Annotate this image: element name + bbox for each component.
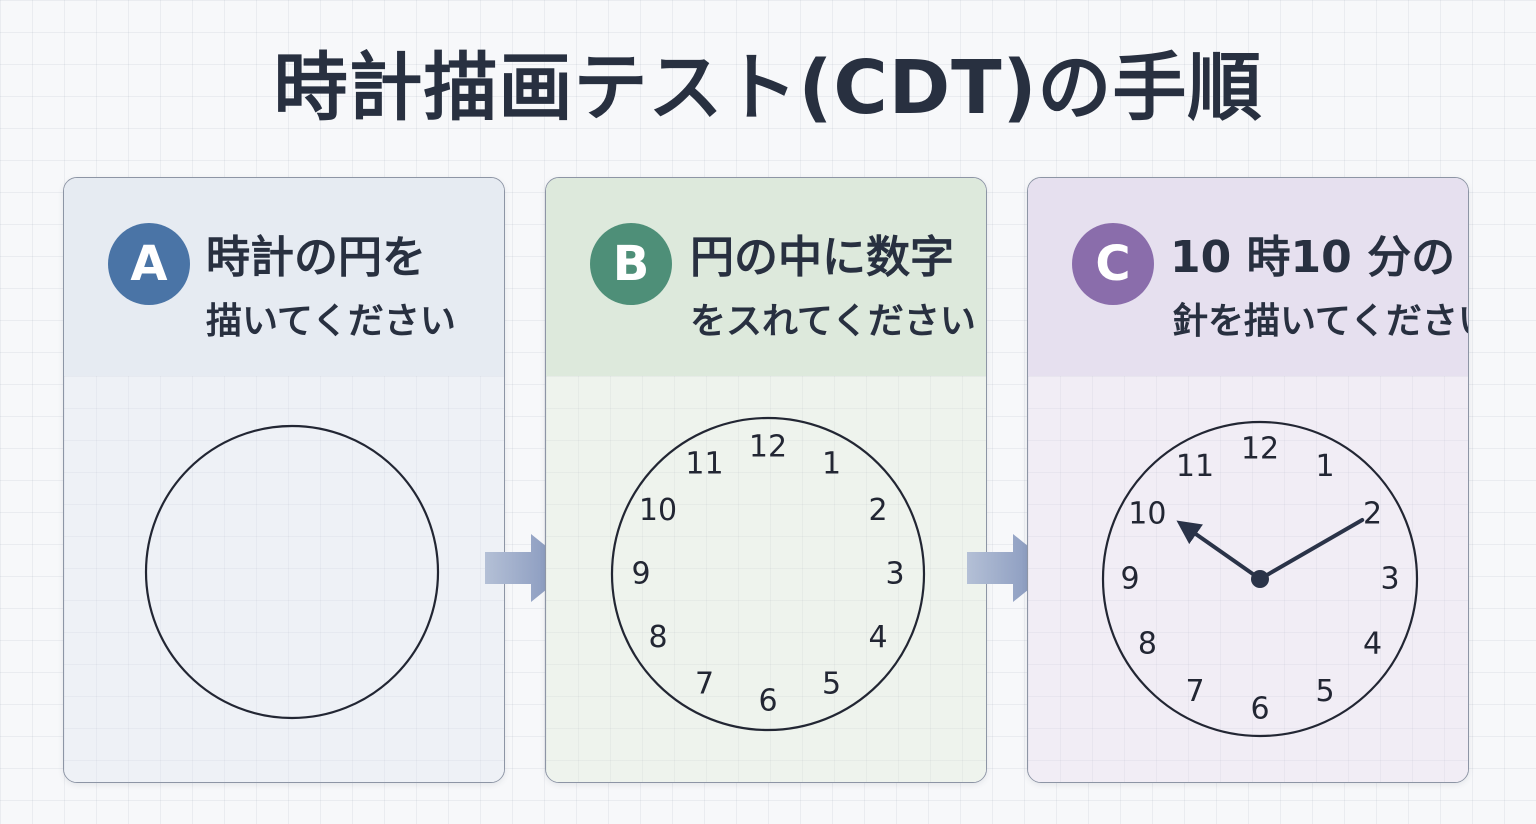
step-body-a xyxy=(64,376,504,782)
clock-number-10: 10 xyxy=(639,493,677,528)
clock-circle xyxy=(144,424,440,720)
clock-number-8: 8 xyxy=(1138,627,1157,662)
step-badge-a: A xyxy=(108,223,190,305)
clock-circle xyxy=(610,416,926,732)
clock-number-3: 3 xyxy=(885,557,904,592)
empty-circle-drawing xyxy=(144,424,440,720)
step-b-instruction-line1: 円の中に数字 xyxy=(690,232,954,283)
clock-with-hands: 12 12 3 45 6 78 9 10 11 xyxy=(1101,420,1419,738)
clock-number-8: 8 xyxy=(648,620,667,655)
clock-number-12: 12 xyxy=(749,430,787,465)
clock-number-4: 4 xyxy=(868,620,887,655)
step-c-instruction-line1: 10 時10 分の xyxy=(1170,232,1456,283)
step-header-a: A 時計の円を 描いてください xyxy=(64,178,504,376)
step-a-instruction-line2: 描いてください xyxy=(206,301,456,342)
clock-number-4: 4 xyxy=(1363,627,1382,662)
clock-number-9: 9 xyxy=(631,557,650,592)
clock-number-9: 9 xyxy=(1120,562,1139,597)
clock-number-7: 7 xyxy=(1185,674,1204,709)
clock-circle xyxy=(1101,420,1419,738)
step-panel-a: A 時計の円を 描いてください xyxy=(63,177,505,783)
clock-number-6: 6 xyxy=(758,684,777,719)
step-badge-b: B xyxy=(590,223,672,305)
clock-center-hub xyxy=(1251,570,1269,588)
step-a-instruction-line1: 時計の円を xyxy=(206,232,426,283)
hour-hand xyxy=(1176,520,1262,581)
step-b-instruction-line2: をスれてください xyxy=(690,301,976,342)
page-title: 時計描画テスト(CDT)の手順 xyxy=(273,45,1263,131)
clock-number-1: 1 xyxy=(822,447,841,482)
minute-hand xyxy=(1258,518,1365,581)
clock-number-2: 2 xyxy=(868,493,887,528)
clock-number-6: 6 xyxy=(1250,692,1269,727)
clock-number-2: 2 xyxy=(1363,497,1382,532)
step-badge-c: C xyxy=(1072,223,1154,305)
clock-number-7: 7 xyxy=(695,667,714,702)
step-header-c: C 10 時10 分の 針を描いてください xyxy=(1028,178,1468,376)
clock-number-12: 12 xyxy=(1241,432,1279,467)
step-c-instruction-line2: 針を描いてください xyxy=(1172,301,1469,342)
clock-number-3: 3 xyxy=(1380,562,1399,597)
clock-number-11: 11 xyxy=(1176,449,1214,484)
clock-number-1: 1 xyxy=(1315,449,1334,484)
step-header-b: B 円の中に数字 をスれてください xyxy=(546,178,986,376)
clock-number-10: 10 xyxy=(1128,497,1166,532)
clock-number-11: 11 xyxy=(685,447,723,482)
clock-number-5: 5 xyxy=(822,667,841,702)
clock-number-5: 5 xyxy=(1315,674,1334,709)
